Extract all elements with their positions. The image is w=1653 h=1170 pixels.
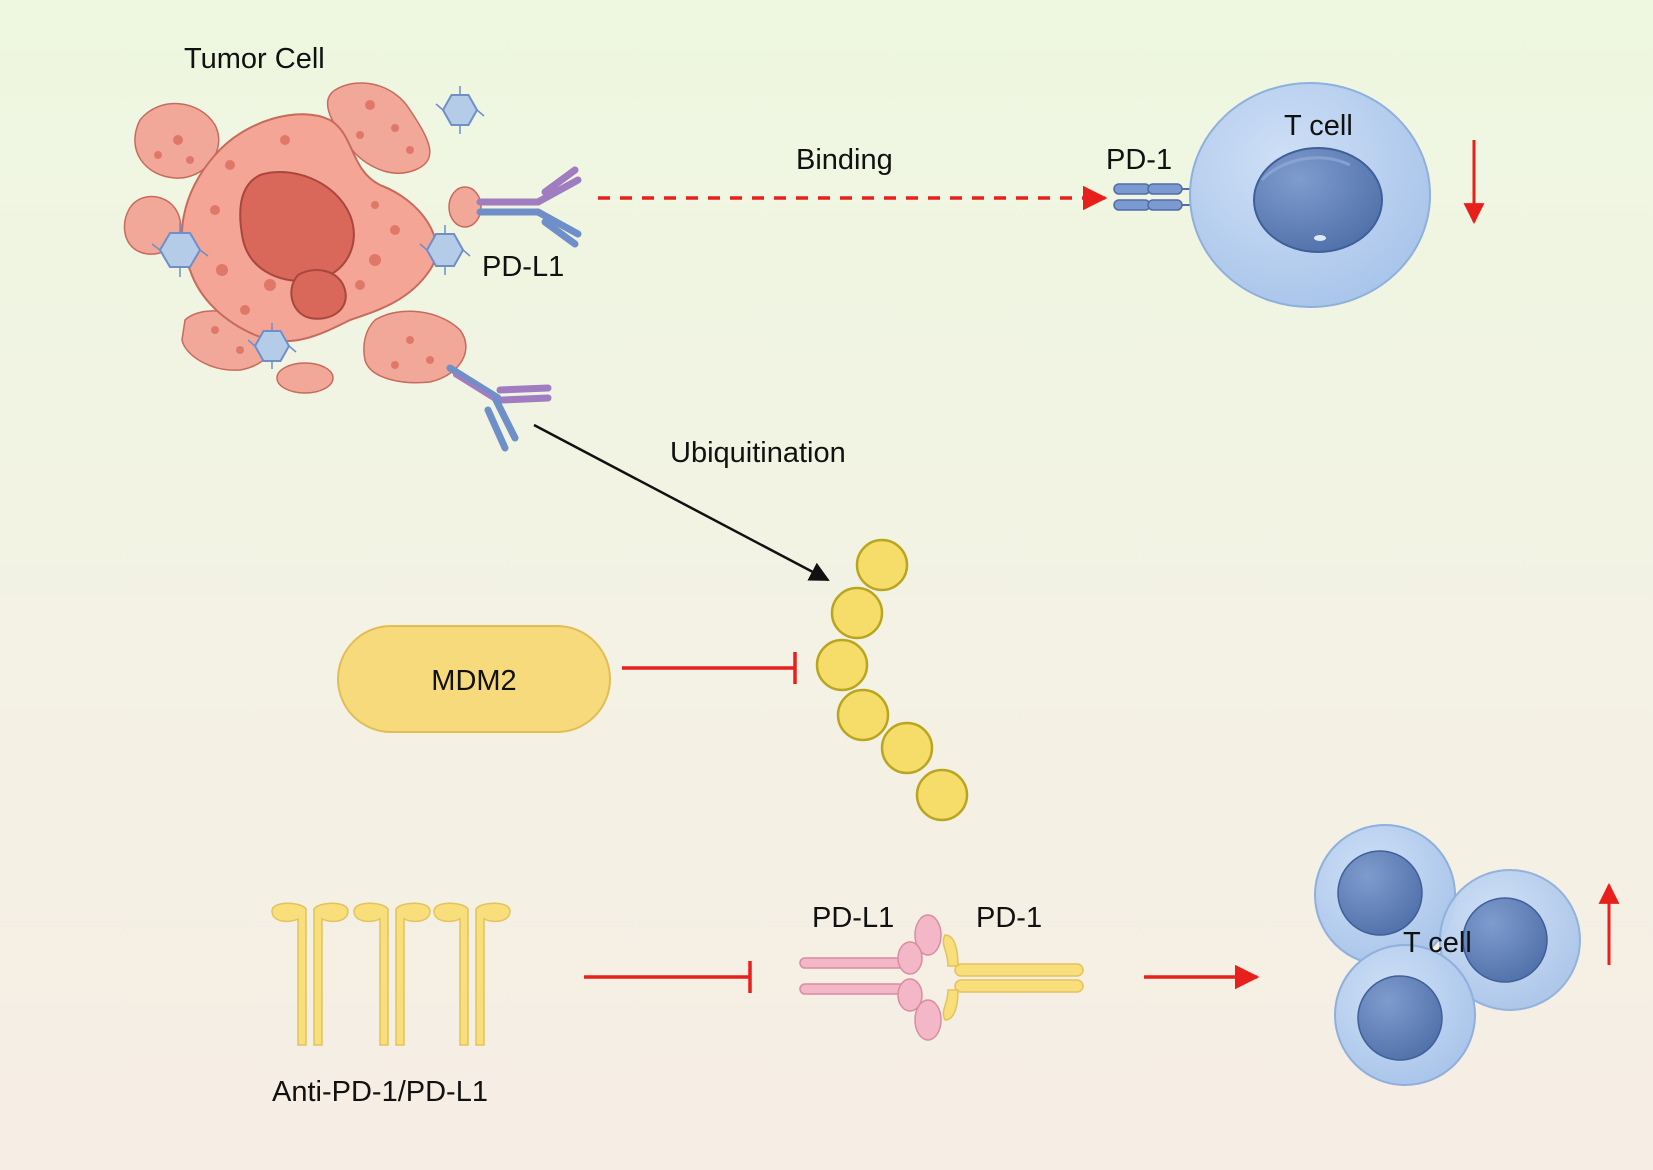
t-cell-cluster-illustration <box>1314 824 1581 1086</box>
antibody-icon <box>271 902 349 1046</box>
pd-l1-pd-1-complex-icon <box>799 914 1084 1041</box>
ubiquitin-bead <box>915 768 969 822</box>
antibody-inhibition-line <box>584 961 752 993</box>
tumor-cell-illustration <box>123 82 482 394</box>
ubiquitin-bead <box>830 586 884 640</box>
tumor-fragment <box>363 310 467 384</box>
tumor-nucleolus <box>290 269 347 320</box>
pd-l1-receptor-icon <box>446 364 552 452</box>
pd-1-top-label: PD-1 <box>1106 144 1172 176</box>
mdm2-inhibition-line <box>622 652 797 684</box>
pd-l1-top-label: PD-L1 <box>482 251 564 283</box>
mdm2-protein-shape <box>337 625 611 733</box>
antibody-icon <box>353 902 431 1046</box>
virus-particle-icon <box>419 225 471 275</box>
virus-particle-icon <box>151 223 209 277</box>
pd-1-bottom-label: PD-1 <box>976 902 1042 934</box>
pd-l1-receptor-icon <box>476 166 582 248</box>
pd-1-receptor-icon <box>1113 183 1193 211</box>
tumor-fragment <box>448 186 482 228</box>
tumor-cell-label: Tumor Cell <box>184 43 325 75</box>
ubiquitination-label: Ubiquitination <box>670 437 846 469</box>
ubiquitin-chain <box>815 538 969 822</box>
pd-l1-bottom-label: PD-L1 <box>812 902 894 934</box>
t-cell-illustration <box>1189 82 1431 308</box>
t-cell-top-label: T cell <box>1284 110 1353 142</box>
ubiquitin-bead <box>815 638 869 692</box>
virus-particle-icon <box>435 86 485 134</box>
ubiquitin-bead <box>855 538 909 592</box>
binding-label: Binding <box>796 144 893 176</box>
ubiquitin-bead <box>880 721 934 775</box>
antibody-icon <box>433 902 511 1046</box>
anti-pd-label: Anti-PD-1/PD-L1 <box>272 1076 488 1108</box>
tumor-fragment <box>276 362 334 394</box>
mdm2-label: MDM2 <box>431 665 516 697</box>
t-cell-bottom-label: T cell <box>1403 927 1472 959</box>
ubiquitin-bead <box>836 688 890 742</box>
ubiquitination-arrow <box>533 423 830 582</box>
virus-particle-icon <box>247 323 297 369</box>
